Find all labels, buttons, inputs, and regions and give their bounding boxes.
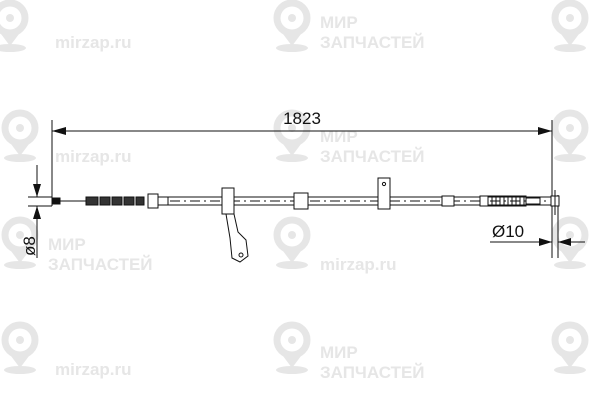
length-label: 1823: [283, 109, 321, 128]
watermark-text: mirzap.ru: [55, 147, 132, 166]
watermark-text: ЗАПЧАСТЕЙ: [320, 147, 425, 166]
watermark-logo-icon: [554, 325, 586, 374]
watermark-logo-icon: [554, 113, 586, 162]
left-diameter-dimension: [28, 165, 52, 258]
right-diameter-label: Ø10: [492, 222, 524, 241]
watermark-text: mirzap.ru: [55, 360, 132, 379]
right-ferrule: [441, 195, 455, 207]
watermark-text: ЗАПЧАСТЕЙ: [48, 255, 153, 274]
left-boot: [85, 196, 145, 206]
watermark-text: ЗАПЧАСТЕЙ: [320, 33, 425, 52]
center-grommet: [293, 192, 309, 210]
bracket-clamp: [221, 187, 235, 215]
watermark-text: МИР: [320, 343, 358, 362]
watermark-text: МИР: [320, 13, 358, 32]
left-end-fitting: [51, 197, 61, 205]
watermark-logo-icon: [0, 3, 26, 52]
length-dimension: [51, 120, 553, 258]
watermark-layer: МИР ЗАПЧАСТЕЙ mirzap.ru mirzap.ru МИР ЗА…: [0, 3, 586, 382]
left-diameter-label: ø8: [20, 236, 39, 256]
left-ferrule: [147, 193, 159, 209]
watermark-logo-icon: [554, 3, 586, 52]
watermark-logo-icon: [4, 325, 36, 374]
watermark-text: МИР: [48, 235, 86, 254]
watermark-logo-icon: [276, 3, 308, 52]
brake-cable: [51, 177, 560, 263]
watermark-text: mirzap.ru: [320, 255, 397, 274]
watermark-logo-icon: [276, 220, 308, 269]
watermark-text: mirzap.ru: [55, 33, 132, 52]
watermark-logo-icon: [276, 325, 308, 374]
watermark-logo-icon: [4, 113, 36, 162]
watermark-text: ЗАПЧАСТЕЙ: [320, 363, 425, 382]
right-boot: [479, 195, 527, 207]
top-bracket: [377, 177, 391, 210]
watermark-text: МИР: [320, 127, 358, 146]
mounting-bracket: [225, 213, 249, 263]
